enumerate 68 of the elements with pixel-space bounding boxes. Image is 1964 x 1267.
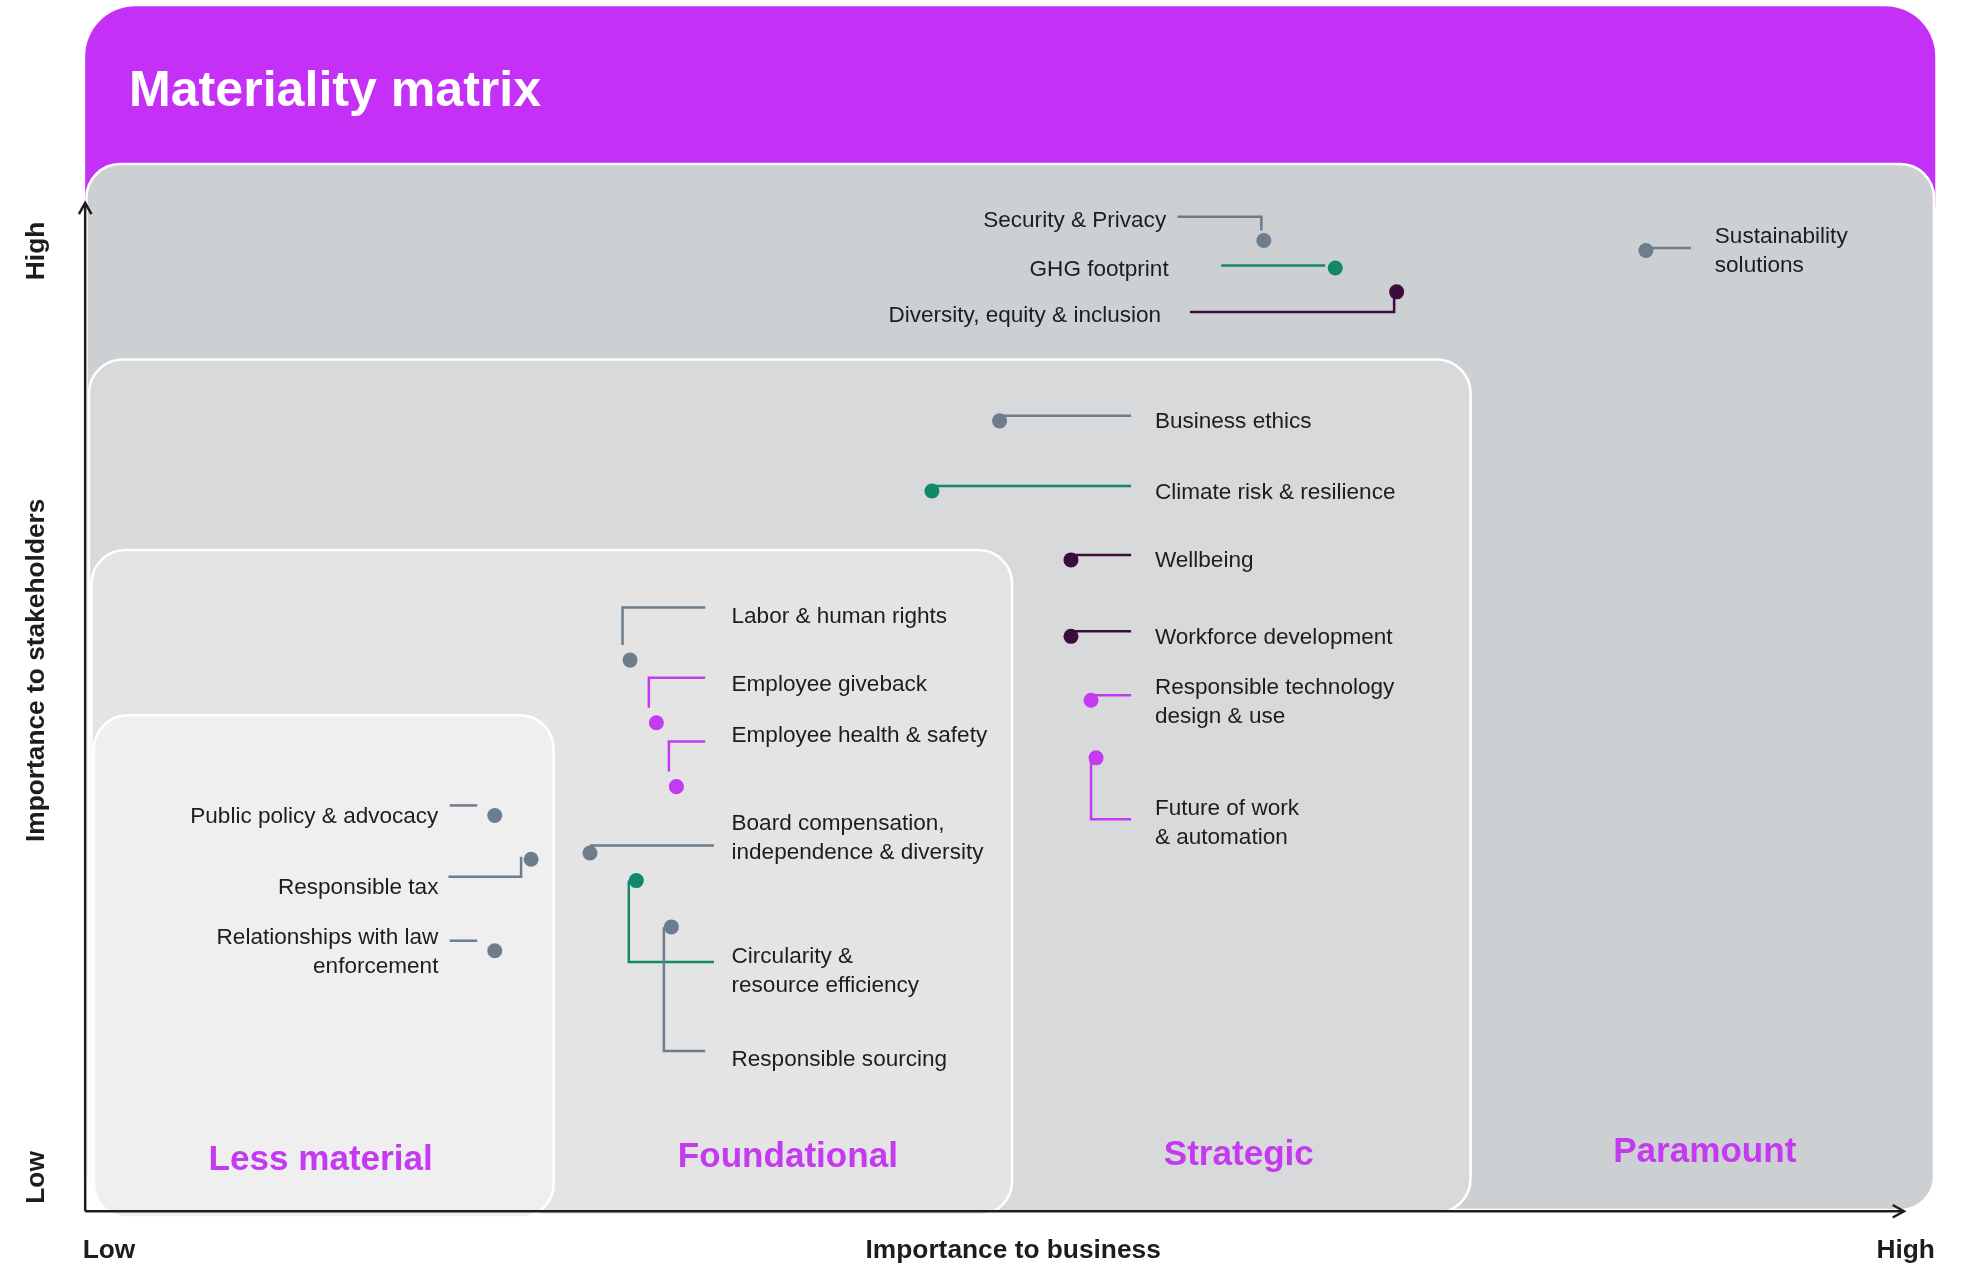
leader-line [627,880,714,964]
region-panel [92,714,555,1219]
leader-line [1073,630,1132,633]
axis-label: Importance to stakeholders [20,498,50,843]
topic-label: Sustainability solutions [1714,221,1878,280]
leader-line [1093,693,1132,697]
topic-label: Security & Privacy [915,205,1167,235]
leader-line [1650,246,1691,250]
leader-line [1002,414,1132,418]
leader-line [1189,296,1396,314]
leader-line [1089,760,1132,821]
region-label: Strategic [1162,1133,1315,1174]
axis-label: Low [82,1233,136,1264]
leader-line [449,804,478,807]
dot-marker [487,807,503,823]
leader-line [934,484,1132,488]
topic-label: Labor & human rights [731,601,995,631]
dot-marker [648,715,664,731]
axis-label: High [1876,1233,1935,1264]
topic-label: GHG footprint [918,254,1169,284]
dot-marker [1083,692,1099,708]
leader-line [1177,215,1263,231]
dot-marker [1088,750,1104,766]
dot-marker [582,845,598,861]
topic-label: Wellbeing [1154,546,1343,575]
dot-marker [663,919,679,935]
topic-label: Responsible sourcing [731,1044,983,1074]
topic-label: Climate risk & resilience [1154,477,1443,507]
topic-label: Responsible tax [187,873,439,902]
topic-label: Employee health & safety [731,720,1010,750]
leader-line [667,740,706,772]
dot-marker [1063,552,1079,568]
dot-marker [1638,243,1654,259]
region-label: Less material [207,1138,434,1179]
dot-marker [924,483,940,499]
topic-label: Business ethics [1154,407,1431,436]
dot-marker [523,851,539,867]
dot-marker [668,779,684,795]
region-label: Paramount [1612,1131,1798,1172]
topic-label: Circularity & resource efficiency [731,941,945,1000]
region-panel [90,548,1014,1217]
leader-line [621,606,706,646]
topic-label: Relationships with law enforcement [175,923,439,981]
leader-line [1221,264,1326,267]
leader-line [662,926,706,1053]
topic-label: Public policy & advocacy [150,801,439,831]
topic-label: Board compensation, independence & diversity [731,809,1013,867]
dot-marker [487,943,503,959]
leader-line [647,676,706,708]
axis-label: High [20,221,50,280]
topic-label: Employee giveback [731,670,983,699]
topic-label: Diversity, equity & inclusion [835,300,1162,330]
dot-marker [1256,233,1272,248]
dot-marker [992,413,1008,429]
topic-label: Future of work & automation [1154,794,1318,852]
leader-line [449,939,478,942]
region-label: Foundational [676,1136,899,1177]
topic-label: Workforce development [1154,622,1443,652]
dot-marker [628,873,644,889]
dot-marker [1389,284,1405,300]
dot-marker [622,652,638,668]
axis-label: Importance to business [865,1233,1161,1264]
leader-line [589,844,714,847]
axis-label: Low [20,1151,50,1204]
leader-line [1073,553,1132,557]
leader-line [448,856,523,879]
dot-marker [1327,260,1343,276]
topic-label: Responsible technology design & use [1154,672,1437,731]
